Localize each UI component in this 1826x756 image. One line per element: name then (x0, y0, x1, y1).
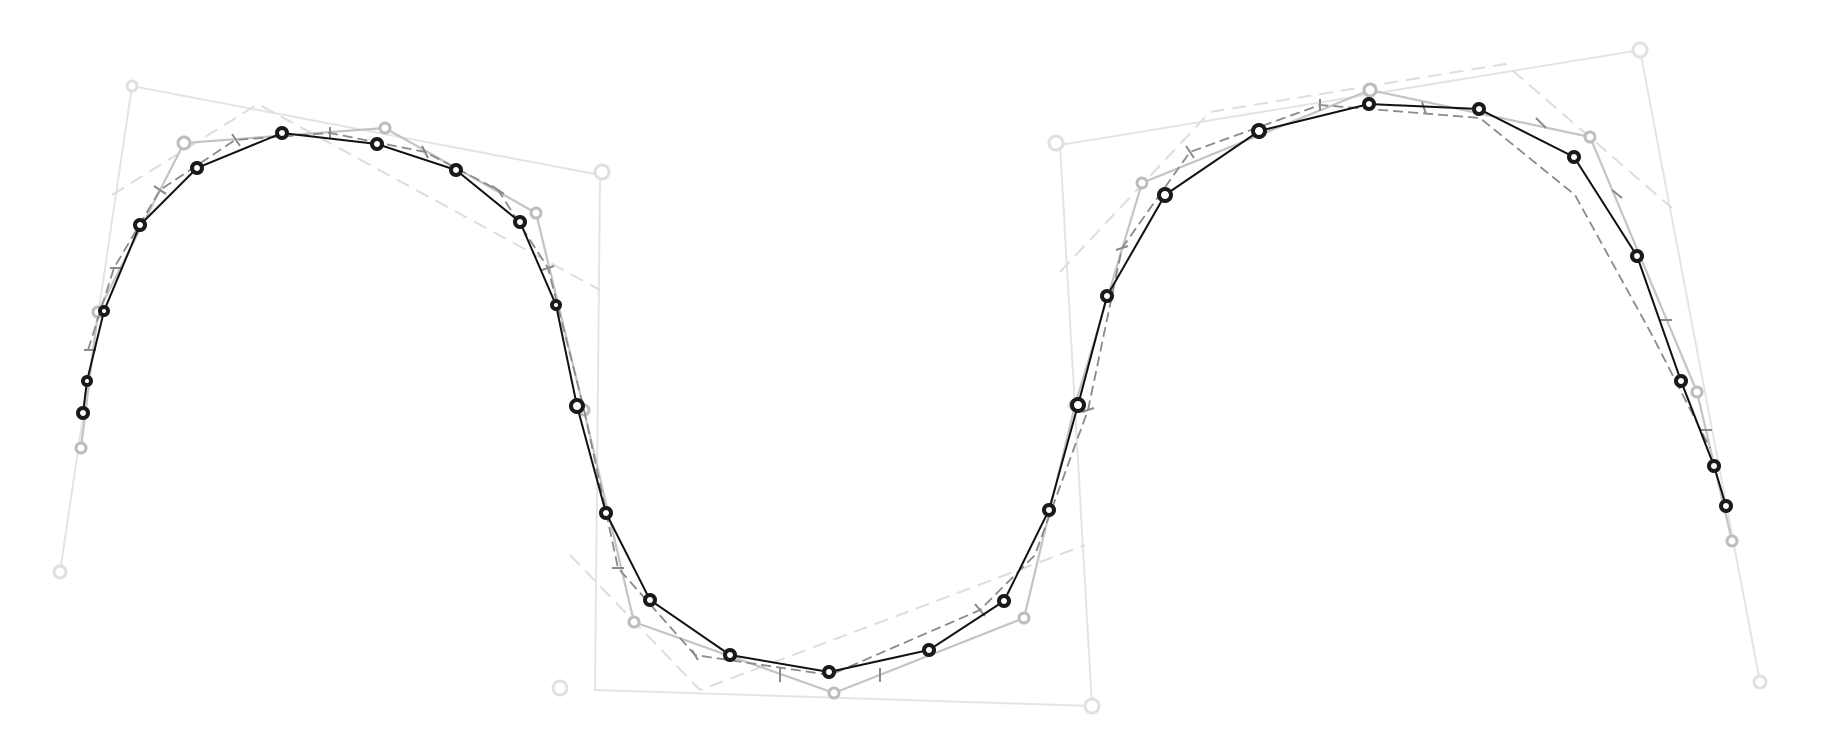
final-point (997, 594, 1011, 608)
final-point (1157, 187, 1173, 203)
level0-point (593, 163, 611, 181)
final-curve (82, 102, 1727, 674)
level2-tick (541, 265, 555, 271)
level0-point (52, 564, 68, 580)
level1-control-polygon (79, 88, 1734, 695)
level0-control-polygon (59, 48, 1761, 708)
final-point (569, 398, 585, 414)
level1-point (1362, 82, 1378, 98)
level1-point (1725, 534, 1739, 548)
level2-tick (1115, 245, 1129, 251)
level1-point (74, 441, 88, 455)
level2-tick (491, 185, 505, 195)
level2-tick (1421, 101, 1427, 115)
final-point (190, 161, 204, 175)
final-point (922, 643, 936, 657)
final-point (1251, 123, 1267, 139)
final-point (643, 593, 657, 607)
final-point (1719, 499, 1733, 513)
final-point (1630, 249, 1644, 263)
level1-control-points (74, 82, 1739, 700)
final-point (133, 218, 147, 232)
level0-construction (569, 544, 1086, 692)
level0-point (1752, 674, 1768, 690)
level2-tick (1081, 407, 1095, 413)
level0-point (125, 79, 139, 93)
level2-tick (421, 145, 429, 159)
level0-point (551, 679, 569, 697)
final-point (1567, 150, 1581, 164)
level0-construction (111, 102, 601, 291)
final-point (370, 137, 384, 151)
level1-point (1690, 385, 1704, 399)
level2-tick (1611, 189, 1623, 199)
final-point (98, 305, 110, 317)
level0-point (1083, 697, 1101, 715)
level2-control-polygon (87, 104, 1711, 676)
final-point (1674, 374, 1688, 388)
level2-tick (153, 185, 167, 195)
final-point (76, 406, 90, 420)
final-point (550, 299, 562, 311)
level0-point (1047, 134, 1065, 152)
final-point (1070, 397, 1086, 413)
final-point (275, 126, 289, 140)
level2-tick (691, 649, 699, 661)
final-point (1707, 459, 1721, 473)
level1-point (529, 206, 543, 220)
final-point (1472, 102, 1486, 116)
level2-tick-marks (84, 99, 1712, 682)
final-point (1100, 289, 1114, 303)
final-point (449, 163, 463, 177)
final-point (1042, 503, 1056, 517)
final-point (599, 506, 613, 520)
final-point (1362, 97, 1376, 111)
level1-point (827, 686, 841, 700)
level1-point (1135, 176, 1149, 190)
level0-control-points (52, 41, 1768, 715)
level2-tick (231, 133, 241, 147)
final-point (723, 648, 737, 662)
level1-point (176, 135, 192, 151)
level0-point (1631, 41, 1649, 59)
final-point (513, 215, 527, 229)
level1-point (1583, 130, 1597, 144)
level2-tick (1185, 145, 1195, 159)
level0-construction-lines (111, 62, 1673, 692)
level0-polygon-left (59, 48, 1761, 708)
level1-point (378, 121, 392, 135)
level2-tick (1535, 117, 1547, 129)
final-point (81, 375, 93, 387)
level1-point (627, 615, 641, 629)
level1-point (1017, 611, 1031, 625)
final-point (822, 665, 836, 679)
final-points (76, 97, 1733, 679)
